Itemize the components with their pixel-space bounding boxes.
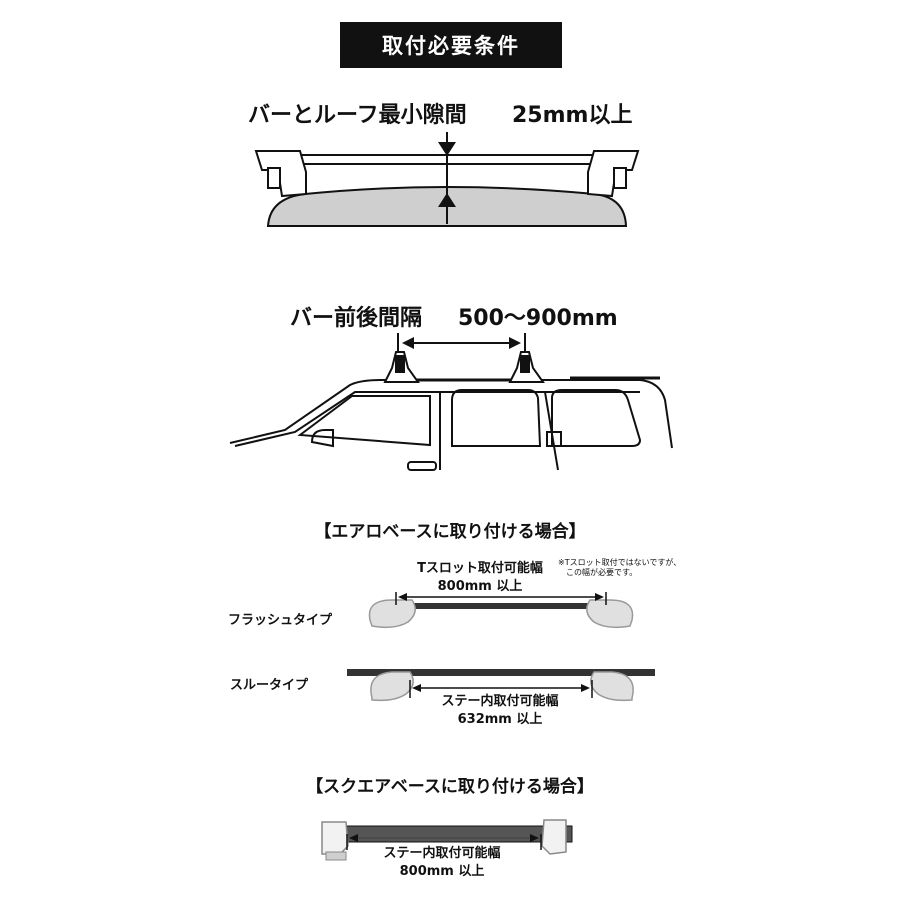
flush-type-label: フラッシュタイプ — [228, 613, 333, 628]
through-dim-label: ステー内取付可能幅 — [441, 694, 559, 709]
clearance-value: 25mm以上 — [512, 103, 633, 128]
up-arrow-icon — [438, 193, 456, 207]
down-arrow-icon — [438, 142, 456, 156]
left-arrow-icon — [402, 337, 414, 349]
flush-note-line2: この幅が必要です。 — [566, 568, 638, 577]
page-title: 取付必要条件 — [340, 22, 562, 68]
flush-type-diagram — [368, 592, 634, 629]
spacing-value: 500〜900mm — [458, 306, 618, 331]
clearance-diagram — [254, 132, 640, 227]
square-dim-label: ステー内取付可能幅 — [383, 846, 501, 861]
flush-dim-value: 800mm 以上 — [437, 579, 523, 594]
flush-note-line1: ※Tスロット取付ではないですが、 — [558, 558, 682, 567]
square-base-diagram — [321, 819, 573, 861]
car-feet — [383, 333, 545, 383]
aero-heading: 【エアロベースに取り付ける場合】 — [314, 522, 586, 542]
through-type-diagram — [347, 669, 655, 702]
car-diagram — [229, 376, 673, 471]
right-foot-pad — [613, 167, 627, 189]
clearance-label: バーとルーフ最小隙間 — [248, 103, 467, 128]
right-arrow-icon — [509, 337, 521, 349]
flush-dim-label: Tスロット取付可能幅 — [417, 561, 543, 576]
square-heading: 【スクエアベースに取り付ける場合】 — [306, 777, 594, 797]
through-type-label: スルータイプ — [230, 678, 309, 693]
through-dim-value: 632mm 以上 — [457, 712, 543, 727]
left-foot-pad — [267, 167, 281, 189]
spacing-label: バー前後間隔 — [290, 306, 423, 331]
square-dim-value: 800mm 以上 — [399, 864, 485, 879]
